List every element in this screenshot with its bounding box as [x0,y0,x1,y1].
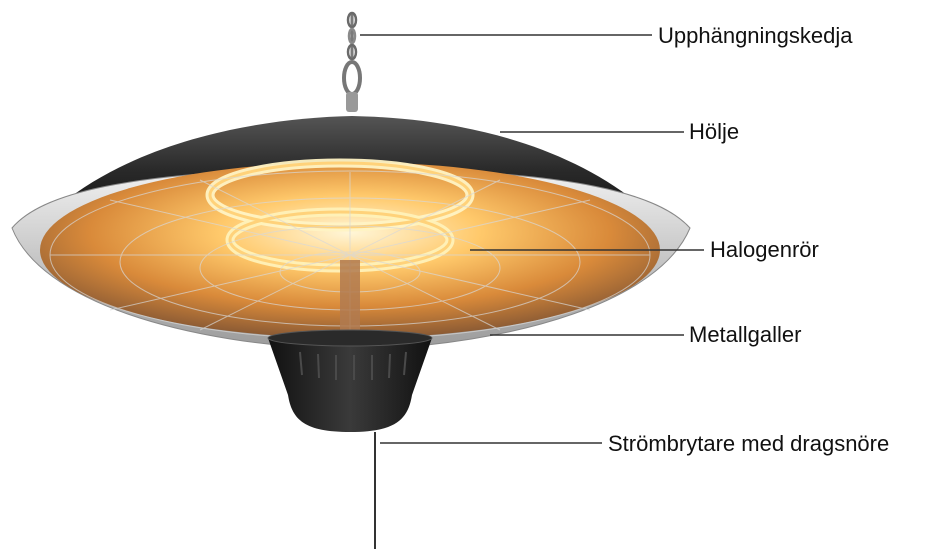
label-metal-grille: Metallgaller [689,323,802,347]
switch-housing [268,338,432,432]
label-halogen-tube: Halogenrör [710,238,819,262]
label-pull-cord-switch: Strömbrytare med dragsnöre [608,432,889,456]
label-housing: Hölje [689,120,739,144]
center-post [340,260,360,330]
suspension-chain [344,12,360,112]
label-suspension-chain: Upphängningskedja [658,24,853,48]
